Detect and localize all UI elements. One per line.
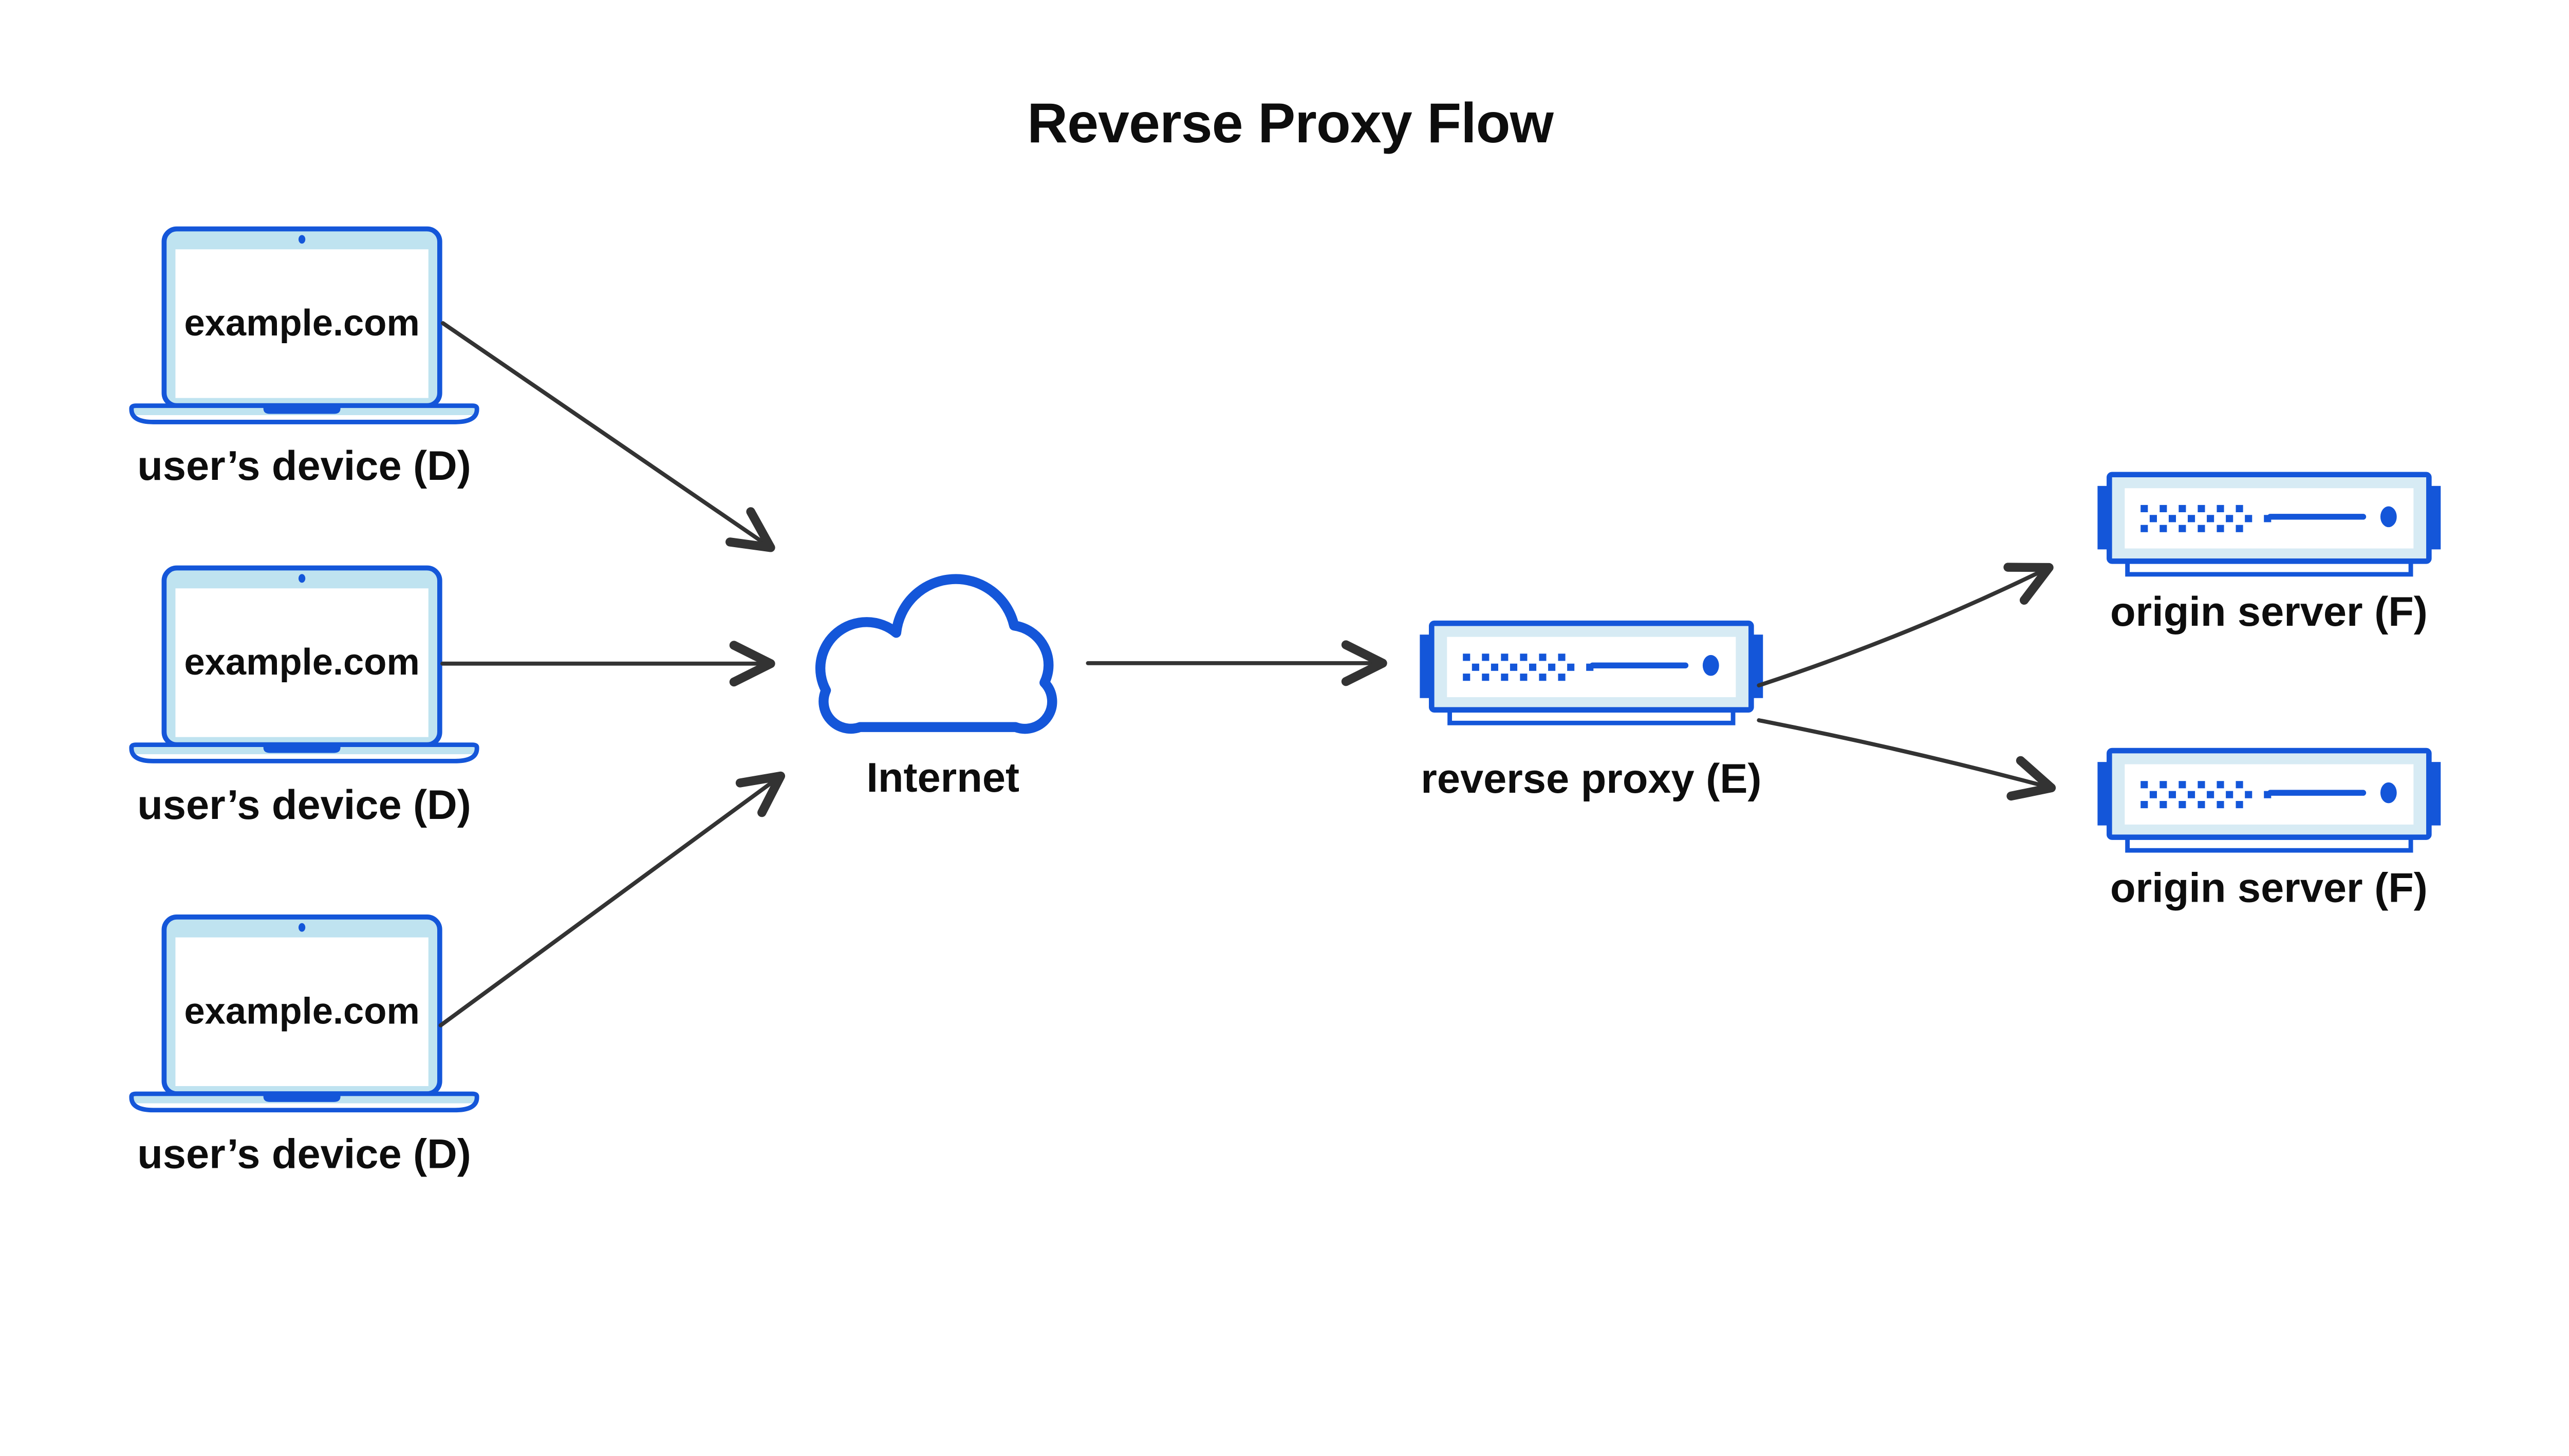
user-device-2: example.com user’s device (D) [132, 568, 477, 828]
device-label: user’s device (D) [137, 1131, 471, 1177]
origin-server-label: origin server (F) [2110, 865, 2428, 911]
arrow-proxy-to-origin2 [1757, 718, 2056, 801]
origin-server-2: origin server (F) [2097, 751, 2441, 911]
internet-node: Internet [815, 574, 1057, 801]
reverse-proxy-node: reverse proxy (E) [1420, 623, 1763, 802]
origin-server-1: origin server (F) [2097, 475, 2441, 635]
server-icon [1420, 623, 1763, 723]
arrow-device1-to-internet [441, 321, 775, 552]
cloud-icon [815, 574, 1057, 734]
page-title: Reverse Proxy Flow [1027, 92, 1554, 155]
device-screen-url: example.com [184, 991, 419, 1032]
diagram-canvas: Reverse Proxy Flow example.com user’s de… [129, 91, 2444, 1178]
reverse-proxy-label: reverse proxy (E) [1421, 756, 1761, 802]
device-screen-url: example.com [184, 303, 419, 344]
origin-server-label: origin server (F) [2110, 589, 2428, 635]
arrow-proxy-to-origin1 [1757, 563, 2054, 688]
server-icon [2097, 475, 2441, 574]
arrow-device3-to-internet [438, 771, 786, 1028]
internet-label: Internet [866, 755, 1019, 801]
server-icon [2097, 751, 2441, 850]
device-label: user’s device (D) [137, 782, 471, 828]
user-device-3: example.com user’s device (D) [132, 917, 477, 1177]
device-label: user’s device (D) [137, 443, 471, 489]
user-device-1: example.com user’s device (D) [132, 229, 477, 489]
device-screen-url: example.com [184, 642, 419, 683]
reverse-proxy-flow-diagram: Reverse Proxy Flow example.com user’s de… [129, 91, 2444, 1178]
